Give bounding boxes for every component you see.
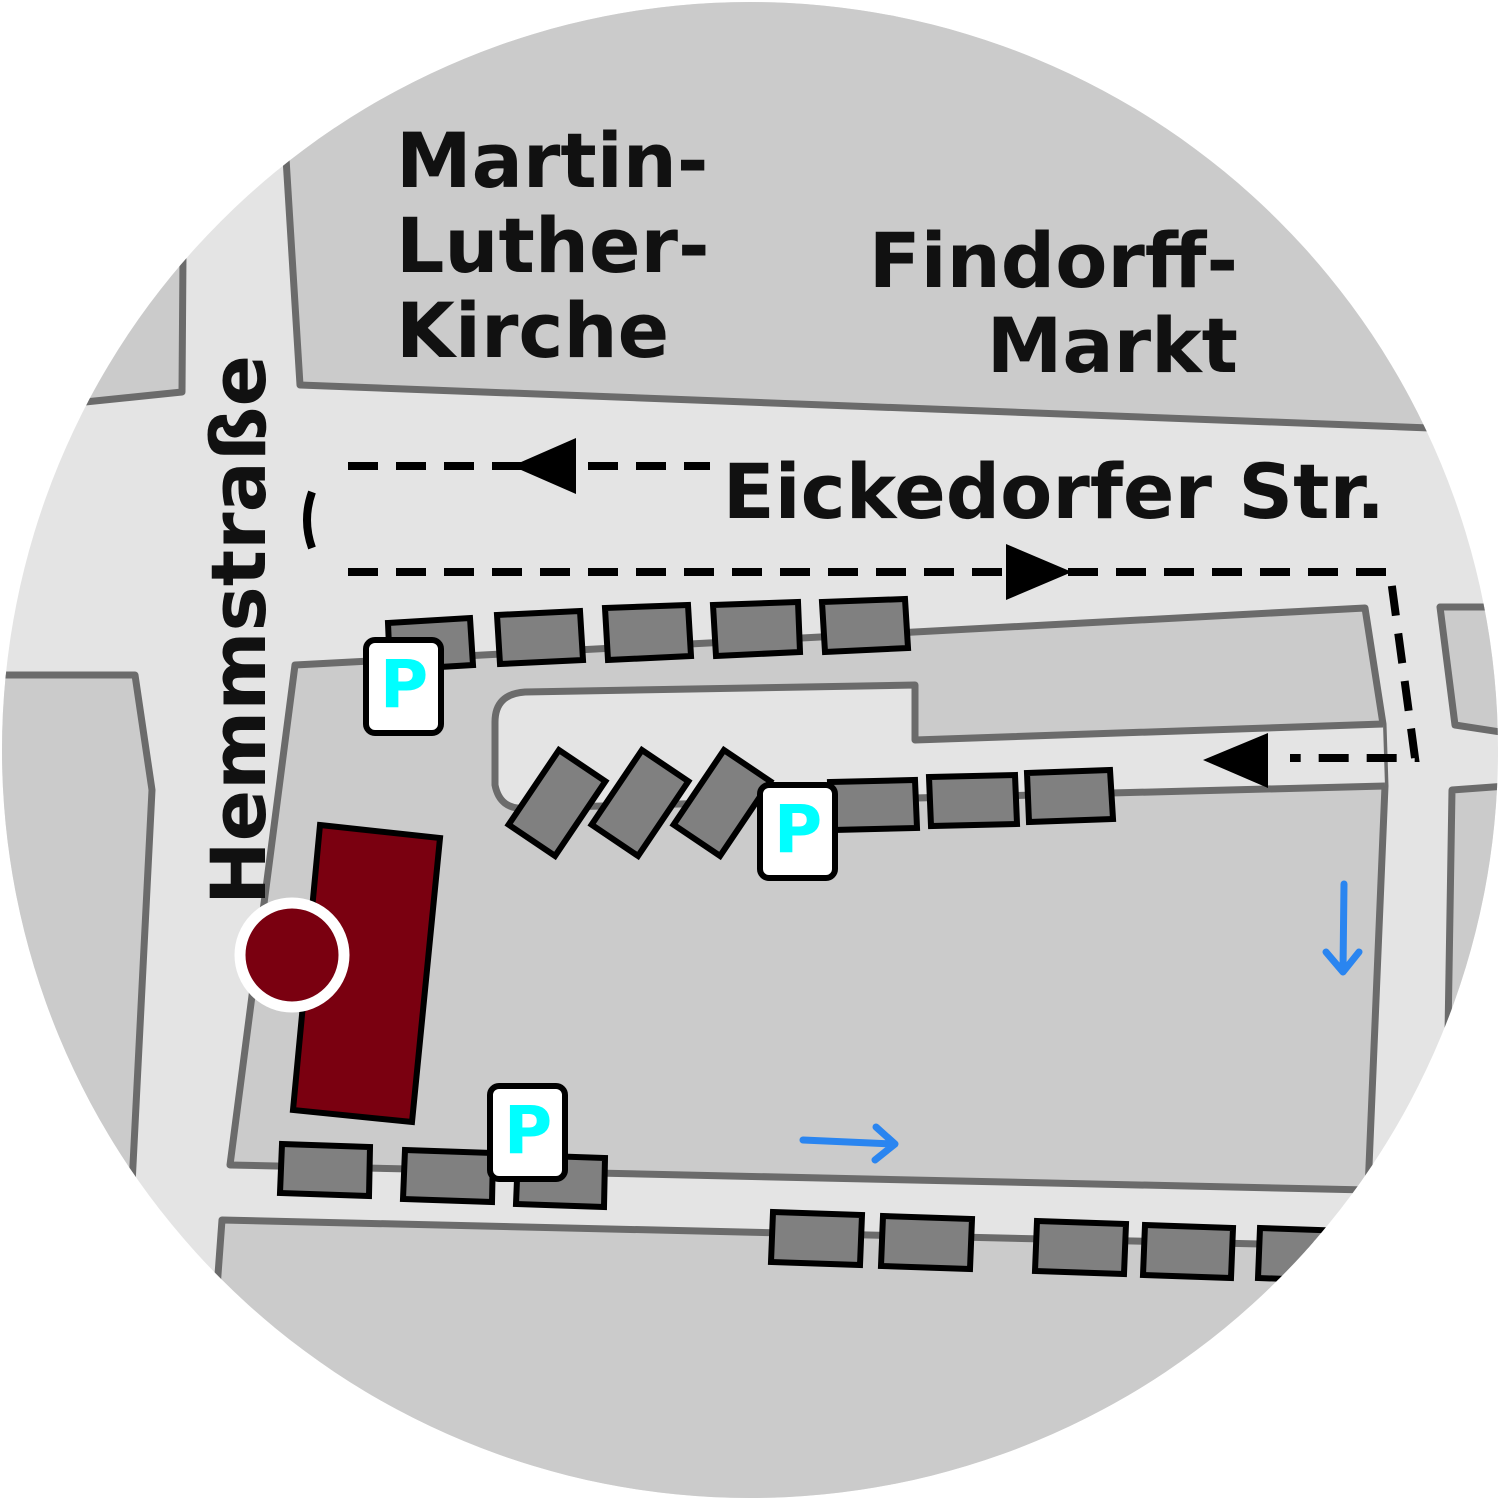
parking-letter: P (774, 791, 822, 868)
label-market: Findorff- Markt (869, 216, 1238, 390)
parking-row-south (276, 1140, 1352, 1285)
parking-row-angled (504, 745, 775, 861)
parking-letter: P (504, 1092, 552, 1169)
block-east-lower (1436, 781, 1498, 1498)
parking-spot (399, 1146, 497, 1206)
destination-building (289, 821, 444, 1126)
block-northwest (2, 2, 189, 406)
parking-spot (587, 745, 693, 861)
parking-row-courtyard (826, 766, 1117, 834)
parking-spot (826, 776, 921, 834)
direction-arrow-icon (799, 880, 1363, 1164)
parking-spot (925, 771, 1021, 830)
label-line: Martin- (396, 116, 708, 205)
parking-spot (493, 607, 587, 668)
label-line: Luther- (396, 201, 710, 290)
label-line: Findorff- (869, 216, 1238, 305)
parking-sign-icon[interactable]: P (363, 637, 444, 736)
label-hemmstrasse: Hemmstraße (194, 355, 283, 905)
parking-sign-icon[interactable]: P (757, 782, 838, 881)
parking-spot (1031, 1217, 1130, 1278)
label-eickedorfer-str: Eickedorfer Str. (723, 447, 1385, 536)
parking-spot (818, 595, 912, 656)
location-marker-icon[interactable] (234, 897, 350, 1013)
parking-spot (767, 1208, 866, 1269)
label-line: Markt (987, 301, 1238, 390)
label-line: Kirche (396, 286, 669, 375)
parking-spot (669, 745, 775, 861)
parking-spot (601, 601, 695, 664)
parking-row-north (384, 595, 912, 674)
parking-spot (276, 1140, 374, 1200)
parking-spot (1139, 1221, 1237, 1282)
parking-letter: P (380, 646, 428, 723)
parking-spot (1254, 1224, 1352, 1285)
parking-spot (504, 745, 610, 861)
parking-spot (877, 1212, 976, 1273)
route-arrow-icon (303, 438, 1420, 788)
parking-spot (709, 598, 804, 660)
label-church: Martin- Luther- Kirche (396, 116, 710, 375)
parking-spot (1023, 766, 1117, 826)
parking-sign-icon[interactable]: P (487, 1083, 568, 1182)
block-west (2, 671, 156, 1498)
